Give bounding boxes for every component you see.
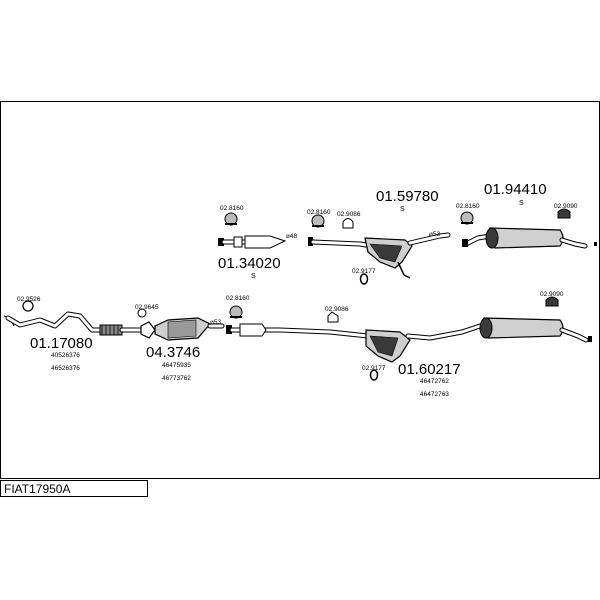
bottom-clamp-mid[interactable] xyxy=(229,305,243,319)
label-bottom-gasket: 02.9526 xyxy=(17,296,41,303)
label-top-p1: 01.34020 xyxy=(218,255,281,272)
label-top-clamp-d: 02.8160 xyxy=(456,203,480,210)
top-middle-muffler[interactable] xyxy=(308,232,451,279)
label-top-diam-b: ⌀53 xyxy=(429,231,441,238)
label-bottom-clamp-cat: 02.9645 xyxy=(135,304,159,311)
bottom-clamp-rear[interactable] xyxy=(327,311,339,323)
bottom-hanger-mid[interactable] xyxy=(369,369,379,381)
top-clamp-c[interactable] xyxy=(342,218,354,229)
top-clamp-d[interactable] xyxy=(460,211,474,225)
top-clamp-a[interactable] xyxy=(224,212,238,226)
label-bottom-front-oe2: 46526376 xyxy=(51,365,80,372)
label-top-clamp-a: 02.8160 xyxy=(220,205,244,212)
label-bottom-front: 01.17080 xyxy=(30,335,93,352)
label-bottom-front-oe1: 40526376 xyxy=(51,352,80,359)
label-bottom-clamp-mid: 02.8160 xyxy=(226,295,250,302)
top-hanger-mid[interactable] xyxy=(359,273,369,285)
label-bottom-catalyst: 04.3746 xyxy=(146,344,200,361)
label-top-p3-marker: S xyxy=(519,200,524,207)
diagram-code: FIAT17950A xyxy=(4,482,71,496)
bottom-rear-assembly[interactable] xyxy=(226,317,592,363)
label-top-p1-marker: S xyxy=(251,273,256,280)
bottom-catalyst[interactable] xyxy=(154,317,225,341)
bottom-front-pipe[interactable] xyxy=(3,311,143,336)
top-rear-silencer[interactable] xyxy=(462,227,597,249)
label-bottom-hanger-mid: 02.9177 xyxy=(362,365,386,372)
bottom-clamp-cat[interactable] xyxy=(137,308,156,339)
label-top-hanger-end: 02.9090 xyxy=(554,203,578,210)
top-front-pipe[interactable] xyxy=(218,235,287,249)
label-top-p3: 01.94410 xyxy=(484,181,547,198)
top-hanger-end[interactable] xyxy=(557,208,571,219)
bottom-hanger-end[interactable] xyxy=(545,296,559,307)
top-clamp-b[interactable] xyxy=(311,214,325,228)
label-top-clamp-c: 02.9086 xyxy=(337,211,361,218)
label-top-p2-marker: S xyxy=(400,206,405,213)
label-top-clamp-b: 02.8160 xyxy=(307,209,331,216)
label-bottom-cat-oe1: 46475935 xyxy=(162,362,191,369)
label-bottom-rear-oe2: 46472763 xyxy=(420,391,449,398)
label-top-diam-a: ⌀48 xyxy=(286,233,298,240)
label-top-hanger-mid: 02.9177 xyxy=(352,268,376,275)
bottom-gasket[interactable] xyxy=(22,300,34,312)
label-bottom-cat-oe2: 46773762 xyxy=(162,375,191,382)
label-bottom-rear: 01.60217 xyxy=(398,361,461,378)
label-bottom-diam: ⌀53 xyxy=(210,319,222,326)
label-bottom-rear-oe1: 46472762 xyxy=(420,378,449,385)
label-bottom-hanger-end: 02.9090 xyxy=(540,291,564,298)
label-bottom-clamp-rear: 02.9086 xyxy=(325,306,349,313)
label-top-p2: 01.59780 xyxy=(376,188,439,205)
diagram-code-box: FIAT17950A xyxy=(0,480,148,497)
